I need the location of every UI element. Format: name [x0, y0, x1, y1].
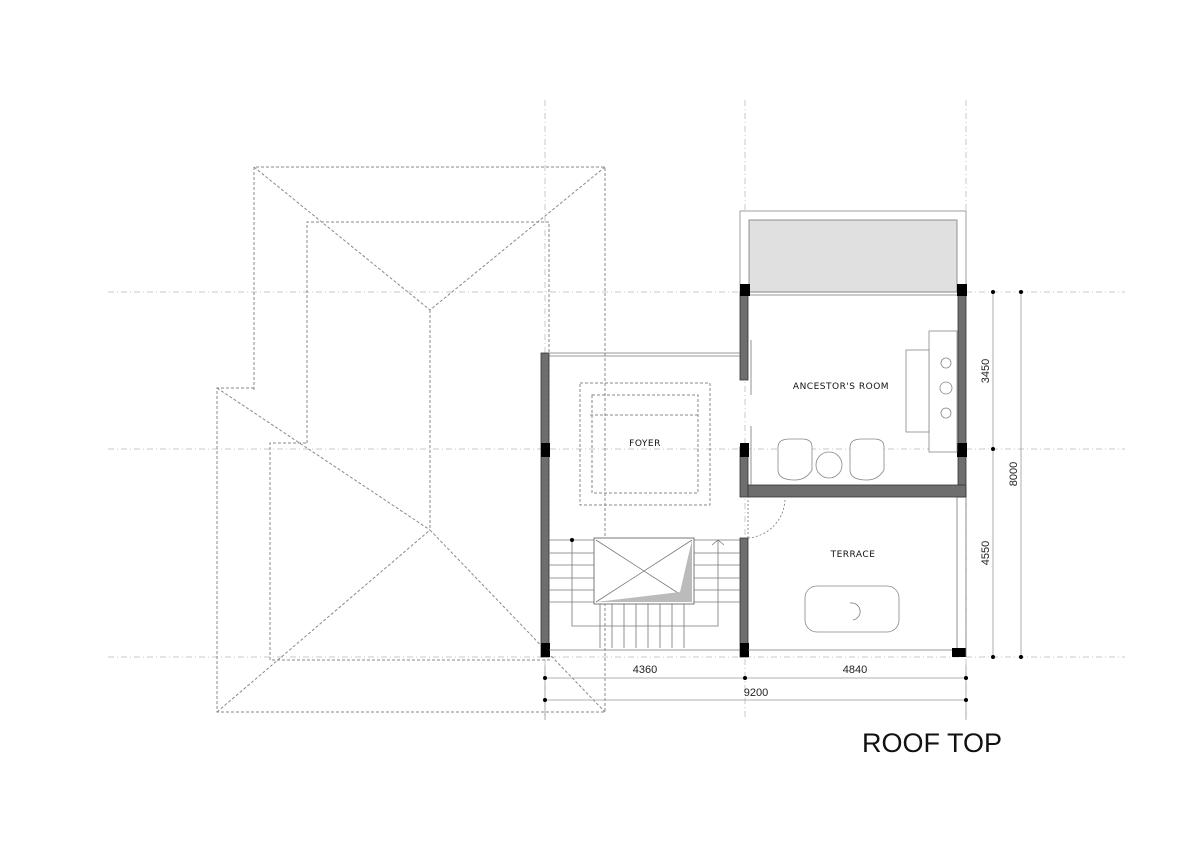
- candle-icon: [940, 407, 952, 419]
- dim-upper-depth: 3450: [980, 359, 992, 383]
- room-label-foyer: FOYER: [629, 439, 661, 449]
- terrace-table: [804, 585, 900, 633]
- lower-roof-outline: [216, 166, 711, 713]
- grid-lines: [108, 100, 1125, 720]
- altar-cabinet: [905, 330, 958, 453]
- dim-right-span: 4840: [843, 664, 867, 676]
- dim-lower-depth: 4550: [980, 541, 992, 565]
- candle-icon: [940, 357, 952, 369]
- dim-total-width: 9200: [744, 687, 768, 699]
- incense-bowl-icon: [939, 381, 953, 395]
- room-label-terrace: TERRACE: [830, 550, 876, 560]
- dim-total-depth: 8000: [1008, 462, 1020, 486]
- walls: [540, 284, 967, 658]
- dim-left-span: 4360: [633, 664, 657, 676]
- horizontal-dimensions: [543, 665, 968, 720]
- vertical-dimensions: [991, 290, 1023, 659]
- room-label-ancestors-room: ANCESTOR'S ROOM: [793, 382, 889, 392]
- armchairs: [777, 438, 885, 481]
- balcony: [739, 210, 967, 296]
- staircase: [549, 537, 740, 648]
- terrace-door[interactable]: [747, 499, 786, 539]
- drawing-title: ROOF TOP: [862, 728, 1002, 758]
